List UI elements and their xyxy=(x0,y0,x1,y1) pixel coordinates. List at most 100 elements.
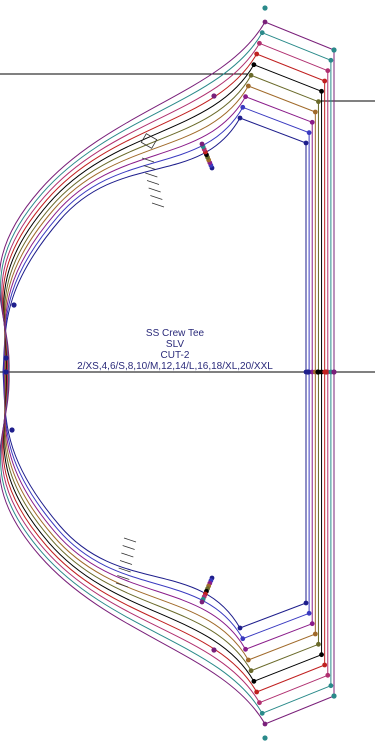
hem-edge-bottom xyxy=(248,633,316,661)
sleeve-cap-curve-bottom xyxy=(3,371,244,639)
notch-mark xyxy=(123,537,137,543)
grade-point xyxy=(325,68,331,74)
grade-point xyxy=(316,641,321,647)
grade-point xyxy=(312,109,318,115)
grade-point xyxy=(262,735,268,741)
grade-point xyxy=(257,700,262,706)
notch-mark xyxy=(115,582,129,588)
notch-mark xyxy=(119,560,133,565)
notch-mark xyxy=(148,187,161,193)
grade-point xyxy=(322,662,328,668)
grade-point xyxy=(211,647,217,653)
grade-point xyxy=(254,51,260,57)
grade-point xyxy=(306,610,312,616)
hem-edge-top xyxy=(259,42,328,72)
sizes-label: 2/XS,4,6/S,8,10/M,12,14/L,16,18/XL,20/XX… xyxy=(77,361,273,372)
graded-size-lines xyxy=(0,21,335,725)
sleeve-cap-curve-bottom xyxy=(0,371,263,714)
hem-edge-top xyxy=(253,64,322,92)
grade-point xyxy=(303,140,309,146)
sleeve-cap-curve-bottom xyxy=(0,371,266,725)
notch-mark xyxy=(150,195,163,200)
grade-point xyxy=(240,104,246,110)
grade-point xyxy=(309,119,315,125)
grade-point xyxy=(245,657,251,663)
notch-mark xyxy=(145,172,158,178)
grade-point xyxy=(199,599,205,605)
grade-point xyxy=(306,130,312,136)
hem-edge-top xyxy=(239,117,307,144)
grade-point xyxy=(254,689,260,695)
grade-point xyxy=(319,652,324,658)
style-label: SS Crew Tee xyxy=(146,328,205,339)
hem-edge-top xyxy=(245,96,313,123)
hem-edge-bottom xyxy=(250,643,319,672)
grade-point xyxy=(322,78,328,84)
sleeve-cap-curve-bottom xyxy=(2,371,241,629)
grade-point xyxy=(237,115,243,121)
grade-point xyxy=(328,57,334,63)
notch-mark xyxy=(151,202,165,208)
hem-edge-top xyxy=(248,85,316,113)
hem-edge-top xyxy=(256,53,325,82)
grade-point xyxy=(262,5,268,11)
notch-mark xyxy=(118,567,131,573)
notch-marks xyxy=(115,133,165,588)
grade-point xyxy=(312,631,318,637)
cut-label: CUT-2 xyxy=(161,350,190,361)
grade-point xyxy=(316,99,321,105)
grade-point xyxy=(3,369,9,375)
grade-point xyxy=(3,355,9,361)
sleeve-cap-curve-top xyxy=(0,21,266,373)
hem-edge-bottom xyxy=(262,685,332,714)
hem-edge-top xyxy=(262,32,332,61)
grade-point xyxy=(331,693,337,699)
grade-point xyxy=(331,369,337,375)
hem-edge-bottom xyxy=(245,623,313,650)
grade-point xyxy=(245,83,251,89)
grade-point xyxy=(211,93,217,99)
sleeve-cap-curve-top xyxy=(3,96,246,373)
grade-point xyxy=(240,636,246,642)
piece-label: SLV xyxy=(166,339,184,350)
grade-point xyxy=(259,30,265,36)
grade-point xyxy=(248,72,254,78)
grade-points xyxy=(3,5,337,741)
grade-point xyxy=(248,668,254,674)
grade-point xyxy=(9,427,15,433)
notch-mark xyxy=(122,545,135,550)
grade-point xyxy=(305,369,311,375)
grade-point xyxy=(309,621,315,627)
grade-point xyxy=(262,19,268,25)
grade-point xyxy=(243,94,248,100)
notch-mark xyxy=(117,575,130,580)
grade-point xyxy=(319,88,324,94)
grade-point xyxy=(331,47,337,53)
notch-mark xyxy=(146,180,160,185)
hem-edge-bottom xyxy=(239,602,307,629)
sleeve-cap-curve-top xyxy=(2,117,241,373)
sleeve-cap-curve-top xyxy=(3,75,252,373)
grade-point xyxy=(323,369,329,375)
grade-point xyxy=(251,678,257,684)
grade-point xyxy=(199,141,205,147)
grade-point xyxy=(303,600,309,606)
hem-edge-top xyxy=(250,74,319,103)
grade-point xyxy=(328,683,334,689)
notch-box xyxy=(140,133,158,149)
notch-mark xyxy=(141,157,155,163)
hem-edge-top xyxy=(264,21,335,51)
hem-edge-bottom xyxy=(256,664,325,693)
hem-edge-bottom xyxy=(259,674,328,704)
grade-point xyxy=(243,646,248,652)
hem-edge-top xyxy=(242,106,310,134)
grade-point xyxy=(262,721,268,727)
hem-edge-bottom xyxy=(253,654,322,682)
hem-edge-bottom xyxy=(242,612,310,640)
grade-point xyxy=(251,62,257,68)
grade-point xyxy=(257,40,262,46)
notch-mark xyxy=(143,165,156,170)
grade-point xyxy=(237,625,243,631)
